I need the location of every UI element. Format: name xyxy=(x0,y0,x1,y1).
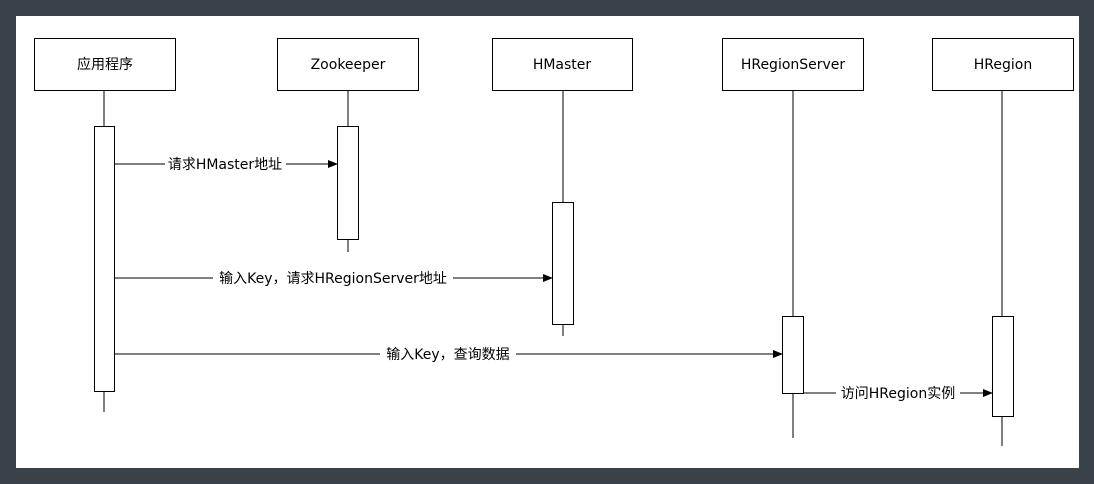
message-label: 输入Key，查询数据 xyxy=(386,347,509,363)
participant-label-zookeeper: Zookeeper xyxy=(311,57,386,73)
message-query-data: 输入Key，查询数据 xyxy=(115,344,783,364)
sequence-diagram: 应用程序 Zookeeper HMaster HRegionServer xyxy=(34,38,1074,446)
participant-label-app: 应用程序 xyxy=(77,56,133,73)
diagram-canvas: 应用程序 Zookeeper HMaster HRegionServer xyxy=(16,16,1079,468)
message-label: 输入Key，请求HRegionServer地址 xyxy=(219,271,447,287)
activation-hregion xyxy=(992,316,1014,417)
activation-hmaster xyxy=(552,202,574,325)
participant-label-hregionserver: HRegionServer xyxy=(741,57,846,73)
message-label: 访问HRegion实例 xyxy=(841,386,955,402)
participant-box-app xyxy=(34,38,176,91)
participant-hmaster: HMaster xyxy=(492,38,633,336)
participant-hregionserver: HRegionServer xyxy=(722,38,864,438)
participant-app: 应用程序 xyxy=(34,38,176,412)
participant-label-hregion: HRegion xyxy=(974,57,1032,73)
message-label-background xyxy=(213,268,453,288)
message-label: 请求HMaster地址 xyxy=(168,157,282,173)
message-request-hregionserver-address: 输入Key，请求HRegionServer地址 xyxy=(115,268,553,288)
message-label-background xyxy=(380,344,516,364)
activation-app xyxy=(94,126,115,392)
message-request-hmaster-address: 请求HMaster地址 xyxy=(115,154,338,174)
activation-zookeeper xyxy=(337,126,359,240)
message-label-background xyxy=(165,154,286,174)
message-access-hregion-instance: 访问HRegion实例 xyxy=(804,383,993,403)
participant-box-hregion xyxy=(932,38,1074,91)
participant-box-hmaster xyxy=(492,38,633,91)
activation-hregionserver xyxy=(782,316,804,394)
participant-label-hmaster: HMaster xyxy=(533,57,592,73)
participant-box-hregionserver xyxy=(722,38,864,91)
participant-hregion: HRegion xyxy=(932,38,1074,446)
participant-zookeeper: Zookeeper xyxy=(277,38,419,252)
participant-box-zookeeper xyxy=(277,38,419,91)
message-label-background xyxy=(836,383,960,403)
